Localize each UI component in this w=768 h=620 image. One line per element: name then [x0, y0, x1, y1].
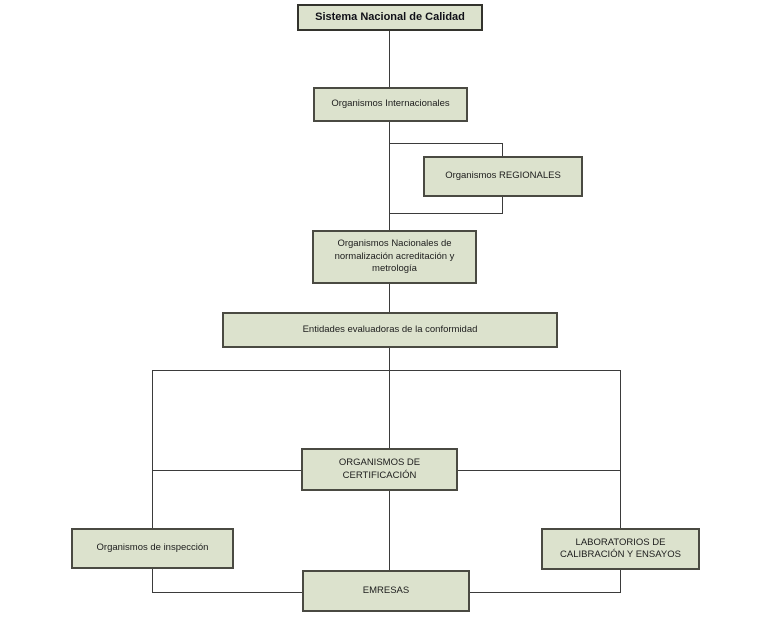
connector-certificacion-right	[458, 470, 621, 471]
node-organismos-de-certificacion: ORGANISMOS DE CERTIFICACIÓN	[301, 448, 458, 491]
connector-internacional-to-nacionales	[389, 122, 390, 230]
connector-distribution-bus	[152, 370, 621, 371]
connector-certificacion-to-empresas	[389, 491, 390, 571]
node-organismos-de-inspeccion: Organismos de inspección	[71, 528, 234, 569]
node-organismos-regionales: Organismos REGIONALES	[423, 156, 583, 197]
connector-regionales-branch-top-vertical	[502, 143, 503, 157]
connector-left-branch-vertical	[152, 370, 153, 593]
node-organismos-internacionales: Organismos Internacionales	[313, 87, 468, 122]
node-label: LABORATORIOS DE CALIBRACIÓN Y ENSAYOS	[560, 536, 681, 560]
connector-regionales-branch-top-horizontal	[389, 143, 503, 144]
node-empresas: EMRESAS	[302, 570, 470, 612]
node-label: ORGANISMOS DE CERTIFICACIÓN	[338, 457, 421, 481]
node-entidades-evaluadoras: Entidades evaluadoras de la conformidad	[222, 312, 558, 348]
connector-right-branch-vertical	[620, 370, 621, 593]
node-laboratorios-calibracion-ensayos: LABORATORIOS DE CALIBRACIÓN Y ENSAYOS	[541, 528, 700, 570]
connector-root-to-internacional	[389, 31, 390, 87]
node-label: EMRESAS	[362, 584, 410, 596]
node-label: Organismos Internacionales	[331, 98, 450, 110]
node-label: Sistema Nacional de Calidad	[315, 11, 465, 24]
connector-entidades-to-bus	[389, 348, 390, 371]
connector-regionales-branch-bottom-vertical	[502, 196, 503, 214]
node-label: Organismos REGIONALES	[445, 170, 561, 182]
connector-bus-to-certificacion	[389, 370, 390, 448]
connector-empresas-left	[152, 592, 303, 593]
node-organismos-nacionales: Organismos Nacionales de normalización a…	[312, 230, 477, 284]
node-label: Organismos Nacionales de normalización a…	[334, 238, 455, 275]
node-label: Organismos de inspección	[96, 542, 209, 554]
connector-regionales-branch-bottom-horizontal	[389, 213, 503, 214]
node-sistema-nacional-de-calidad: Sistema Nacional de Calidad	[297, 4, 483, 31]
connector-empresas-right	[470, 592, 621, 593]
connector-nacionales-to-entidades	[389, 284, 390, 312]
connector-certificacion-left	[152, 470, 302, 471]
node-label: Entidades evaluadoras de la conformidad	[302, 323, 478, 335]
